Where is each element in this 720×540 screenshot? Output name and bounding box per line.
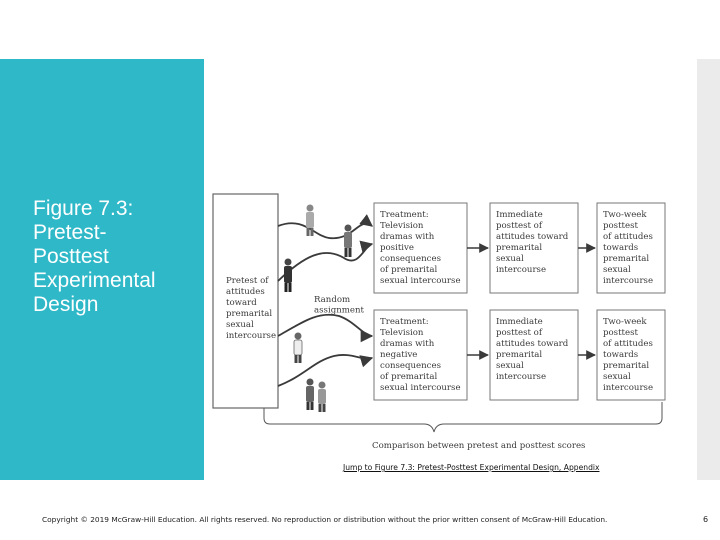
label-line: of premarital [380,372,437,382]
label-line: premarital [603,254,649,264]
label-line: posttest [603,221,638,231]
slide-title: Figure 7.3: Pretest- Posttest Experiment… [33,197,156,316]
person-icon [344,224,352,257]
label-line: Two-week [603,210,647,220]
label-line: Random [314,295,350,305]
label-line: dramas with [380,339,435,349]
copyright-footer: Copyright © 2019 McGraw-Hill Education. … [42,515,608,524]
comparison-bracket [263,402,663,433]
label-line: Treatment: [380,317,429,327]
arrow-icon [277,214,373,239]
label-line: premarital [603,361,649,371]
label-line: assignment [314,306,364,316]
label-line: posttest of [496,328,543,338]
label-line: attitudes [226,287,265,297]
label-line: sexual [603,372,631,382]
label-line: sexual [496,254,524,264]
label-line: intercourse [603,383,653,393]
label-line: Television [380,328,424,338]
twoweek-posttest-box-2 [596,309,666,401]
treatment-box-negative [373,309,468,401]
treatment-box-positive [373,202,468,294]
label-line: towards [603,350,638,360]
label-line: of attitudes [603,232,653,242]
label-line: premarital [496,243,542,253]
person-icon [306,204,314,236]
label-line: posttest of [496,221,543,231]
label-line: intercourse [496,265,546,275]
label-line: sexual [603,265,631,275]
label-line: Immediate [496,210,543,220]
label-line: intercourse [496,372,546,382]
label-line: Treatment: [380,210,429,220]
label-line: towards [603,243,638,253]
person-icon [284,258,292,292]
label-line: positive [380,243,414,253]
arrow-icon [277,313,374,343]
title-panel [0,59,204,480]
label-line: sexual [226,320,254,330]
scrollbar[interactable] [697,59,720,480]
label-line: Television [380,221,424,231]
label-line: sexual intercourse [380,276,461,286]
label-line: Two-week [603,317,647,327]
immediate-posttest-box-1 [489,202,579,294]
label-line: of attitudes [603,339,653,349]
label-line: intercourse [603,276,653,286]
appendix-link[interactable]: Jump to Figure 7.3: Pretest-Posttest Exp… [343,463,600,472]
label-line: dramas with [380,232,435,242]
label-line: attitudes toward [496,232,569,242]
person-icon [318,381,326,412]
label-line: premarital [226,309,272,319]
label-line: attitudes toward [496,339,569,349]
arrow-icon [277,354,374,387]
label-line: consequences [380,254,441,264]
label-line: consequences [380,361,441,371]
immediate-posttest-box-2 [489,309,579,401]
person-icon [306,378,314,410]
page-number: 6 [703,515,709,524]
label-line: toward [226,298,257,308]
pretest-box [212,193,279,409]
comparison-label: Comparison between pretest and posttest … [372,441,585,451]
label-line: premarital [496,350,542,360]
label-line: negative [380,350,417,360]
label-line: posttest [603,328,638,338]
label-line: of premarital [380,265,437,275]
label-line: Immediate [496,317,543,327]
label-line: Pretest of [226,276,269,286]
label-line: sexual [496,361,524,371]
arrow-icon [277,240,374,282]
label-line: intercourse [226,331,276,341]
person-icon [293,332,303,363]
label-line: sexual intercourse [380,383,461,393]
twoweek-posttest-box-1 [596,202,666,294]
